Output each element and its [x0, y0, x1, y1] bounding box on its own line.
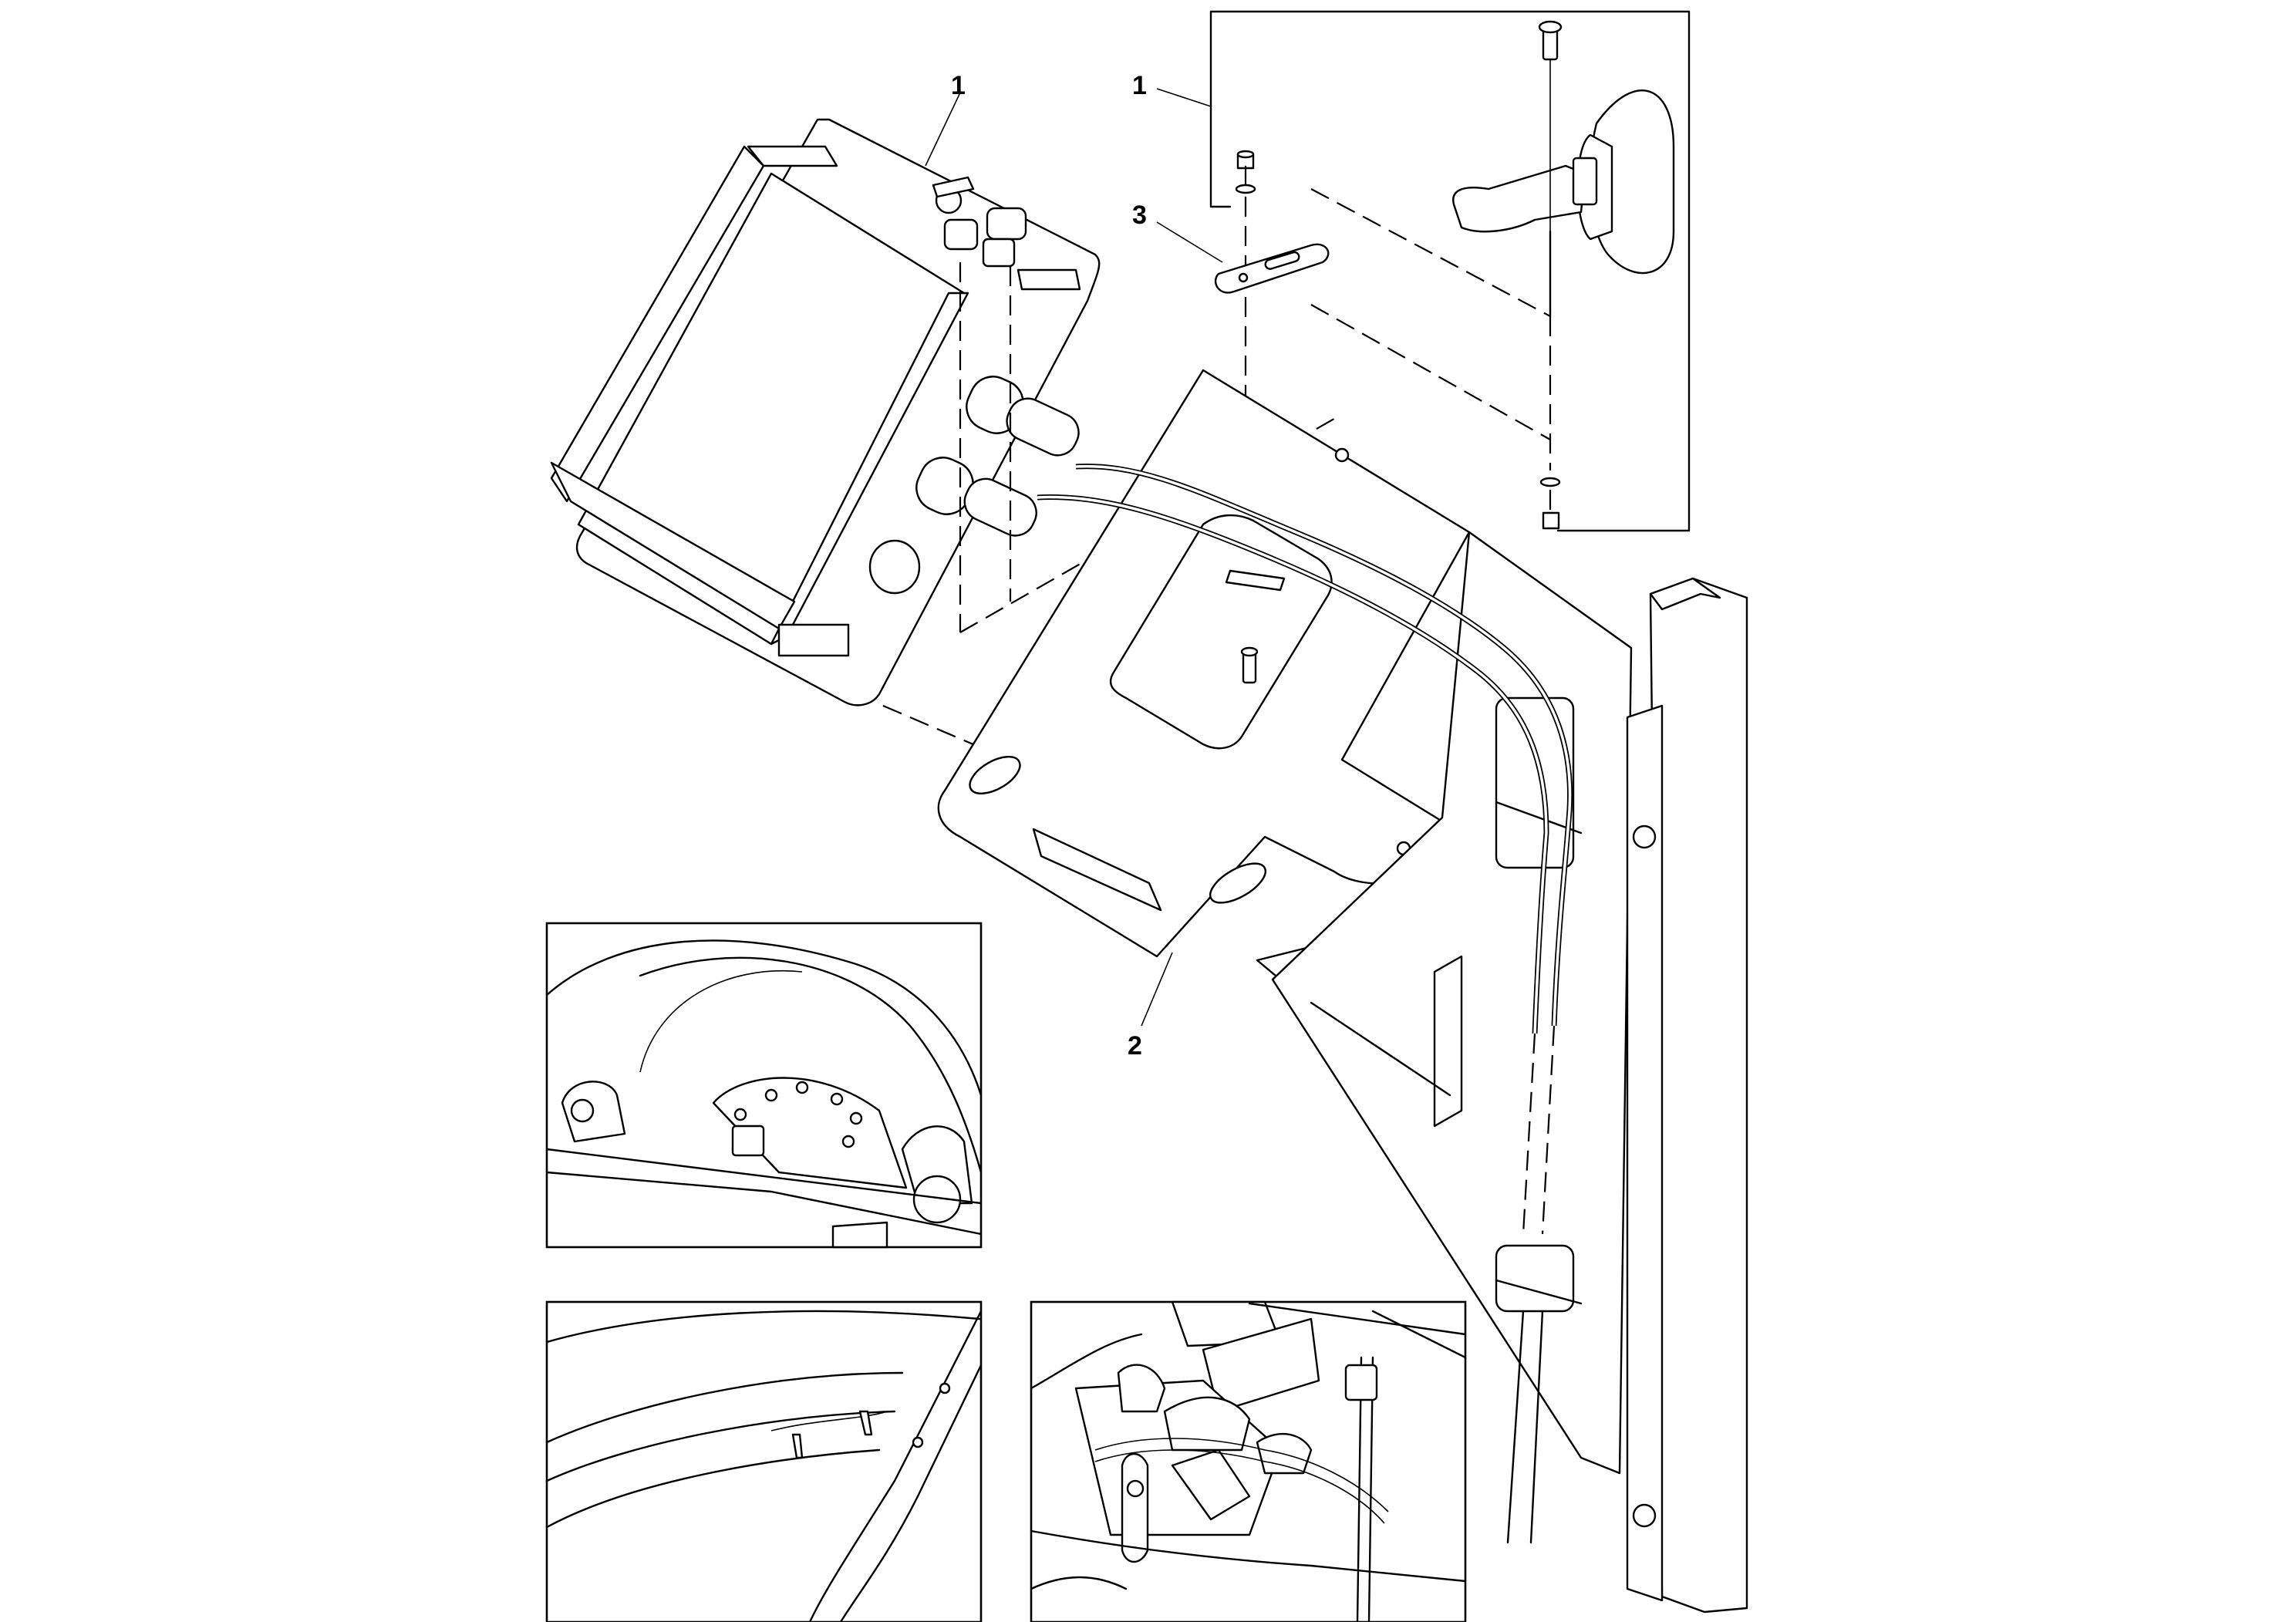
assembly-line [1310, 304, 1551, 440]
callout-1-bracket: 1 [1132, 71, 1147, 100]
detail-view-lower-left [545, 1300, 983, 1622]
callout-2-plate: 2 [1128, 1031, 1142, 1061]
radio-unit [550, 118, 1101, 706]
bracket-group-frame [1209, 10, 1691, 532]
detail-view-lower-right [1030, 1300, 1467, 1622]
leader-lines [925, 88, 1223, 1027]
nut-washer-stack [1235, 150, 1256, 266]
mounting-plate [937, 369, 1471, 1020]
assembly-line [1310, 188, 1551, 317]
callout-3-spacer: 3 [1132, 201, 1147, 230]
right-nut-washer [1539, 316, 1561, 530]
spacer-plate [1214, 243, 1330, 294]
vertical-post [1626, 577, 1748, 1614]
detail-view-upper [545, 922, 983, 1249]
suction-cup-bracket [1452, 20, 1675, 318]
cable [1037, 464, 1573, 1544]
callout-1-radio: 1 [951, 71, 966, 100]
